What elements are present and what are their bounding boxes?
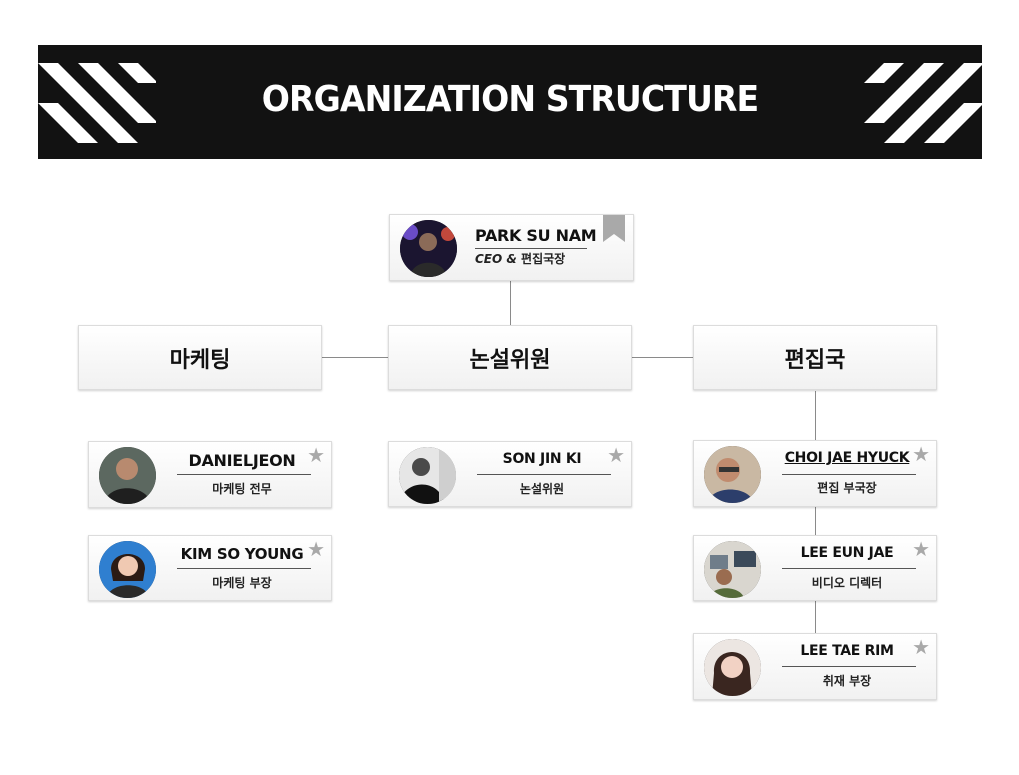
star-icon: ★ [912,442,930,466]
avatar [399,447,456,504]
connector-line [815,601,816,633]
member-card-kim-so-young: KIM SO YOUNG 마케팅 부장 ★ [88,535,332,601]
dept-marketing: 마케팅 [78,325,322,390]
checker-pattern-icon [864,63,982,143]
star-icon: ★ [912,635,930,659]
member-name: DANIELJEON [188,451,296,470]
dept-editorial: 편집국 [693,325,937,390]
connector-line [510,281,511,327]
star-icon: ★ [307,537,325,561]
member-role: 마케팅 전무 [212,482,272,496]
member-card-son-jin-ki: SON JIN KI 논설위원 ★ [388,441,632,507]
divider [782,666,916,667]
connector-line [322,357,388,358]
member-name: LEE TAE RIM [800,643,894,659]
star-icon: ★ [912,537,930,561]
member-name: CHOI JAE HYUCK [784,450,910,466]
ceo-card: PARK SU NAM CEO & 편집국장 [389,214,634,281]
star-icon: ★ [307,443,325,467]
header-banner: ORGANIZATION STRUCTURE [38,45,982,159]
divider [782,474,916,475]
member-role: 편집 부국장 [817,481,877,495]
avatar [99,447,156,504]
member-role: 논설위원 [519,482,565,496]
member-card-lee-eun-jae: LEE EUN JAE 비디오 디렉터 ★ [693,535,937,601]
avatar [704,639,761,696]
member-name: KIM SO YOUNG [180,545,304,563]
divider [475,248,587,249]
divider [177,474,311,475]
divider [477,474,611,475]
member-name: PARK SU NAM [475,226,597,245]
member-name: SON JIN KI [502,451,582,467]
bookmark-icon [603,215,625,246]
member-role: 취재 부장 [822,674,872,688]
star-icon: ★ [607,443,625,467]
avatar [704,446,761,503]
member-card-daniel: DANIELJEON 마케팅 전무 ★ [88,441,332,508]
divider [782,568,916,569]
member-card-lee-tae-rim: LEE TAE RIM 취재 부장 ★ [693,633,937,700]
divider [177,568,311,569]
member-role: 마케팅 부장 [212,576,272,590]
avatar [99,541,156,598]
connector-line [815,391,816,440]
connector-line [632,357,693,358]
avatar [704,541,761,598]
member-role: CEO & 편집국장 [475,252,566,266]
avatar [400,220,457,277]
member-card-choi-jae-hyuck: CHOI JAE HYUCK 편집 부국장 ★ [693,440,937,507]
checker-pattern-icon [38,63,156,143]
page-title: ORGANIZATION STRUCTURE [261,79,759,120]
connector-line [815,507,816,535]
member-name: LEE EUN JAE [800,545,894,561]
member-role: 비디오 디렉터 [811,576,883,590]
dept-editorial-board: 논설위원 [388,325,632,390]
